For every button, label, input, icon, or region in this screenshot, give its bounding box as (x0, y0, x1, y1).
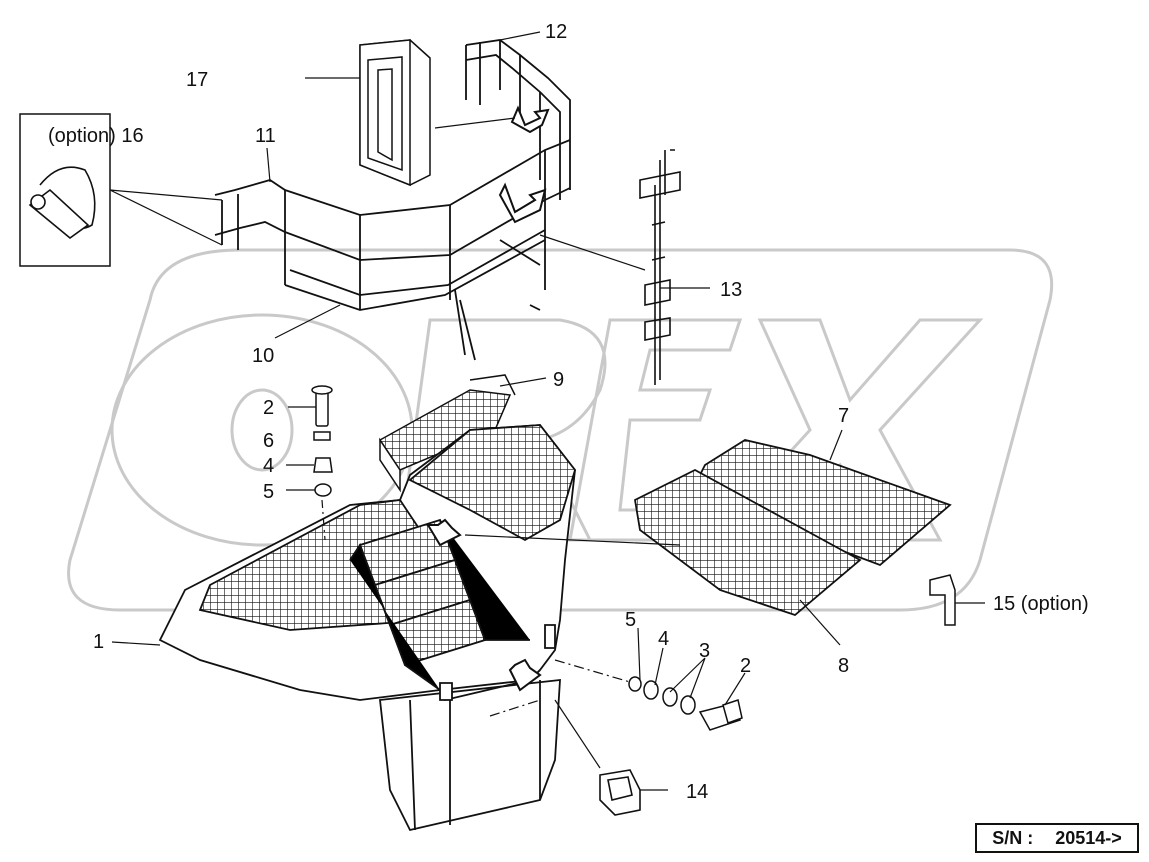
serial-label: S/N : (992, 827, 1034, 848)
cabinet-part-16 (359, 39, 431, 187)
callout-2-upper: 2 (263, 397, 274, 419)
callout-3: 3 (699, 640, 710, 662)
callout-7: 7 (838, 405, 849, 427)
step-grating-part-9 (378, 374, 516, 493)
platform-part-1 (158, 424, 576, 832)
callout-8: 8 (838, 655, 849, 677)
callout-4-upper: 4 (263, 455, 274, 477)
hardware-fasteners (311, 385, 743, 731)
callout-13: 14 (686, 781, 708, 803)
serial-number-box: S/N : 20514-> (975, 823, 1139, 853)
callout-6: 6 (263, 430, 274, 452)
callout-5-upper: 5 (263, 481, 274, 503)
callout-9: 9 (553, 369, 564, 391)
pole-part-15 (639, 149, 681, 385)
part-14-inset (19, 113, 111, 267)
callout-labels: 17 12 (option) 16 11 13 10 9 2 6 4 5 7 1… (48, 21, 1089, 803)
callout-15: 13 (720, 279, 742, 301)
callout-1: 1 (93, 631, 104, 653)
serial-value: 20514-> (1055, 827, 1122, 848)
callout-14: (option) 16 (48, 125, 144, 147)
railing-part-12 (465, 39, 571, 200)
callout-10: 10 (252, 345, 274, 367)
bracket-part-17 (929, 574, 956, 626)
callout-11: 11 (255, 125, 276, 147)
callout-16: 17 (186, 69, 208, 91)
callout-12: 12 (545, 21, 567, 43)
callout-2-lower: 2 (740, 655, 751, 677)
bracket-part-13 (599, 769, 641, 816)
callout-5-lower: 5 (625, 609, 636, 631)
grating-panels-part-7-8 (634, 439, 952, 617)
assembly-arrows (426, 105, 550, 692)
callout-17: 15 (option) (993, 593, 1089, 615)
leader-lines (109, 31, 985, 791)
callout-4-lower: 4 (658, 628, 669, 650)
